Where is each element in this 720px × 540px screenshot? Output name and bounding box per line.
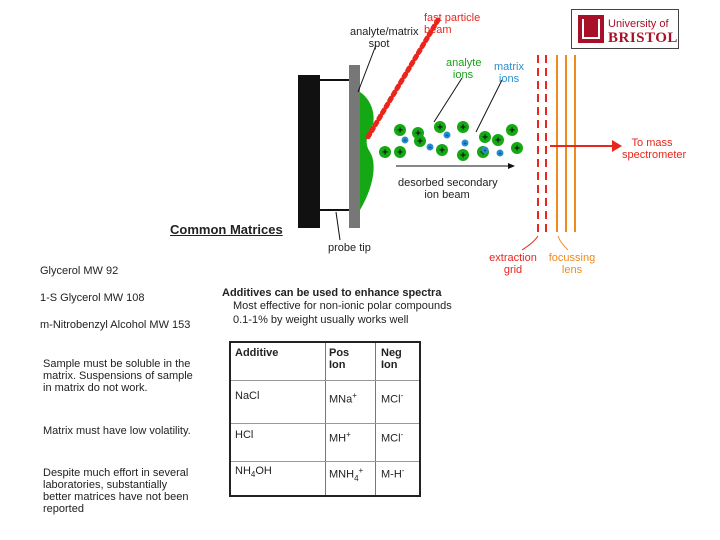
matrix-ion-charge-0: + — [403, 138, 407, 145]
probe-tip-callout-line — [335, 211, 341, 241]
table-header-pos-ion: Pos Ion — [329, 347, 350, 371]
note-no-better-matrices: Despite much effort in several laborator… — [43, 467, 189, 515]
analyte-matrix-spot — [360, 92, 374, 210]
additives-title: Additives can be used to enhance spectra — [222, 287, 442, 299]
matrix-ion-1 — [426, 143, 434, 151]
analyte-ion-8 — [414, 135, 426, 147]
matrix-ion-charge-2: + — [445, 133, 449, 140]
analyte-ion-charge-0: + — [397, 126, 403, 137]
note-solubility: Sample must be soluble in the matrix. Su… — [43, 358, 193, 394]
analyte-ion-6 — [379, 146, 391, 158]
spot-callout-line — [357, 44, 377, 93]
analyte-ion-charge-9: + — [439, 146, 445, 157]
label-focussing-lens: focussing lens — [548, 252, 596, 276]
table-divider-row-1 — [231, 380, 419, 381]
table-divider-col-2 — [375, 343, 376, 495]
analyte-ion-charge-8: + — [417, 137, 423, 148]
table-divider-row-2 — [231, 423, 419, 424]
table-cell-nh4oh: NH4OH — [235, 465, 272, 480]
analyte-ion-10 — [457, 149, 469, 161]
extraction-grid-callout — [521, 235, 539, 251]
common-matrices-heading: Common Matrices — [170, 222, 283, 237]
focussing-lens-callout — [557, 235, 569, 251]
table-cell-nacl: NaCl — [235, 390, 260, 402]
analyte-ion-charge-2: + — [437, 123, 443, 134]
analyte-ion-charge-10: + — [460, 151, 466, 162]
additives-line-1: Most effective for non-ionic polar compo… — [233, 300, 452, 312]
label-matrix-ions: matrix ions — [494, 61, 524, 85]
table-cell-mcl-2: MCl- — [381, 430, 404, 445]
matrix-ion-3 — [481, 146, 489, 154]
analyte-ion-charge-3: + — [460, 123, 466, 134]
analyte-ion-2 — [434, 121, 446, 133]
analyte-ion-0 — [394, 124, 406, 136]
analyte-ion-charge-11: + — [480, 148, 486, 159]
matrix-ion-charge-3: + — [483, 148, 487, 155]
label-fast-particle-beam: fast particle beam — [424, 12, 481, 36]
analyte-ion-charge-4: + — [482, 133, 488, 144]
matrix-ion-charge-5: + — [463, 141, 467, 148]
probe-tip-plate — [349, 65, 360, 228]
matrix-item-s-glycerol: 1-S Glycerol MW 108 — [40, 292, 145, 304]
matrix-item-glycerol: Glycerol MW 92 — [40, 265, 119, 277]
matrix-ion-2 — [443, 131, 451, 139]
analyte-ion-5 — [506, 124, 518, 136]
table-cell-m-h: M-H- — [381, 466, 405, 481]
analyte-ion-12 — [511, 142, 523, 154]
university-of-bristol-logo: University of BRISTOL — [571, 9, 679, 49]
logo-line-2: BRISTOL — [608, 30, 678, 46]
matrix-ion-charge-4: + — [498, 151, 502, 158]
label-desorbed-beam: desorbed secondary ion beam — [398, 177, 498, 201]
probe-body — [298, 75, 320, 228]
analyte-ion-charge-5: + — [509, 126, 515, 137]
table-header-additive: Additive — [235, 347, 279, 359]
analyte-ion-charge-1: + — [415, 129, 421, 140]
matrix-callout-line — [475, 79, 503, 133]
bristol-crest-icon — [578, 15, 604, 43]
table-header-neg-ion: Neg Ion — [381, 347, 402, 371]
table-cell-mna: MNa+ — [329, 391, 357, 406]
analyte-callout-line — [433, 77, 463, 123]
analyte-ion-3 — [457, 121, 469, 133]
logo-line-1: University of — [608, 18, 669, 30]
label-analyte-matrix-spot: analyte/matrix spot — [350, 26, 419, 50]
table-cell-mh: MH+ — [329, 430, 351, 445]
analyte-ion-charge-12: + — [514, 144, 520, 155]
analyte-ion-7 — [394, 146, 406, 158]
desorbed-beam-arrow-head — [508, 163, 515, 169]
analyte-ion-9 — [436, 144, 448, 156]
matrix-ion-5 — [461, 139, 469, 147]
matrix-ion-0 — [401, 136, 409, 144]
mass-spec-arrow-head — [612, 140, 622, 152]
table-cell-hcl: HCl — [235, 429, 254, 441]
ion-cloud: ++++++++++++++++++++ — [379, 121, 523, 162]
additives-table: Additive Pos Ion Neg Ion NaCl MNa+ MCl- … — [229, 341, 421, 497]
note-volatility: Matrix must have low volatility. — [43, 425, 191, 437]
analyte-ion-charge-7: + — [397, 148, 403, 159]
table-divider-row-3 — [231, 461, 419, 462]
matrix-item-nitrobenzyl: m-Nitrobenzyl Alcohol MW 153 — [40, 319, 191, 331]
table-cell-mcl-1: MCl- — [381, 391, 404, 406]
analyte-ion-4 — [479, 131, 491, 143]
analyte-ion-charge-6: + — [382, 148, 388, 159]
label-to-mass-spectrometer: To mass spectrometer — [622, 137, 687, 161]
label-probe-tip: probe tip — [328, 242, 371, 254]
analyte-ion-13 — [492, 134, 504, 146]
label-extraction-grid: extraction grid — [489, 252, 537, 276]
analyte-ion-charge-13: + — [495, 136, 501, 147]
additives-line-2: 0.1-1% by weight usually works well — [233, 314, 409, 326]
label-analyte-ions: analyte ions — [446, 57, 482, 81]
table-divider-col-1 — [325, 343, 326, 495]
matrix-ion-charge-1: + — [428, 145, 432, 152]
matrix-ion-4 — [496, 149, 504, 157]
fast-particle-beam — [365, 17, 441, 140]
table-cell-mnh4: MNH4+ — [329, 466, 364, 483]
